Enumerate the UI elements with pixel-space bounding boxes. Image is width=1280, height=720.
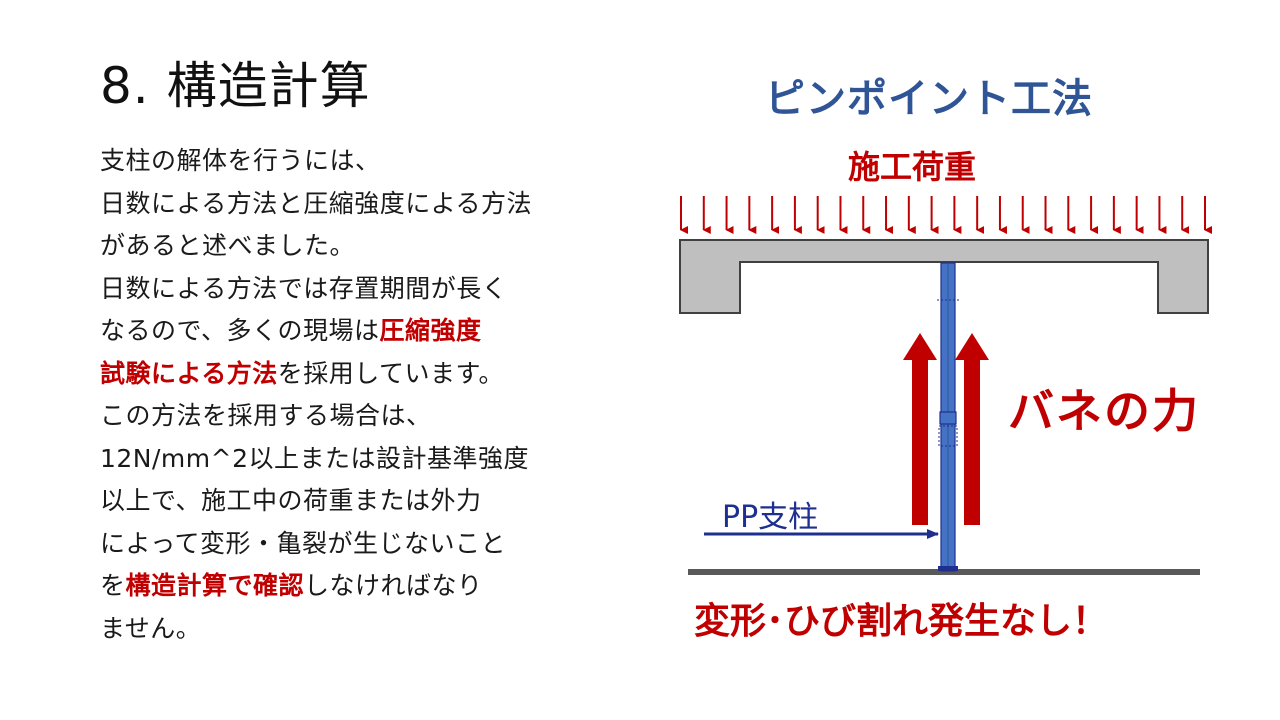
spring-force-label: バネの力 — [1008, 384, 1200, 438]
body-line: ません。 — [100, 608, 640, 651]
body-line: 12N/mm^2以上または設計基準強度 — [100, 438, 640, 481]
body-text-segment: を — [100, 571, 126, 600]
body-text-segment: ません。 — [100, 613, 202, 643]
body-line: 日数による方法では存置期間が長く — [100, 268, 640, 311]
pp-prop — [937, 262, 960, 572]
body-text-segment: しなければなり — [304, 571, 483, 600]
construction-load-label: 施工荷重 — [848, 148, 977, 186]
body-text-segment: 支柱の解体を行うには、 — [100, 146, 381, 175]
body-text-segment: によって変形・亀裂が生じないこと — [100, 528, 507, 558]
load-arrows — [680, 196, 1212, 234]
body-line: によって変形・亀裂が生じないこと — [100, 523, 640, 566]
body-text-segment: を採用しています。 — [277, 358, 505, 388]
body-text-segment: なるので、多くの現場は — [100, 316, 380, 345]
body-line: 支柱の解体を行うには、 — [100, 140, 640, 183]
diagram-title: ピンポイント工法 — [765, 76, 1093, 122]
body-text-segment: 日数による方法と圧縮強度による方法 — [100, 188, 533, 218]
body-text-segment: 以上で、施工中の荷重または外力 — [100, 486, 482, 515]
highlighted-text: 構造計算で確認 — [125, 571, 305, 600]
result-label: 変形･ひび割れ発生なし！ — [694, 601, 1109, 642]
body-line: があると述べました。 — [100, 225, 640, 268]
highlighted-text: 圧縮強度 — [379, 316, 482, 345]
body-line: 日数による方法と圧縮強度による方法 — [100, 183, 640, 226]
pp-prop-label: PP支柱 — [722, 500, 819, 535]
concrete-slab — [679, 239, 1209, 314]
spring-force-arrow-left — [903, 333, 937, 525]
floor-line — [688, 569, 1200, 575]
body-text-segment: 12N/mm^2以上または設計基準強度 — [100, 443, 529, 473]
body-line: この方法を採用する場合は、 — [100, 395, 640, 438]
body-line: を構造計算で確認しなければなり — [100, 565, 640, 608]
body-text-segment: があると述べました。 — [100, 231, 356, 260]
body-text-segment: この方法を採用する場合は、 — [100, 401, 432, 430]
body-line: 以上で、施工中の荷重または外力 — [100, 480, 640, 523]
slide-title: 8. 構造計算 — [100, 57, 371, 115]
body-text-segment: 日数による方法では存置期間が長く — [100, 273, 508, 303]
body-line: なるので、多くの現場は圧縮強度 — [100, 310, 640, 353]
body-text: 支柱の解体を行うには、日数による方法と圧縮強度による方法があると述べました。日数… — [100, 140, 640, 650]
body-line: 試験による方法を採用しています。 — [100, 353, 640, 396]
spring-force-arrow-right — [955, 333, 989, 525]
highlighted-text: 試験による方法 — [100, 358, 278, 388]
